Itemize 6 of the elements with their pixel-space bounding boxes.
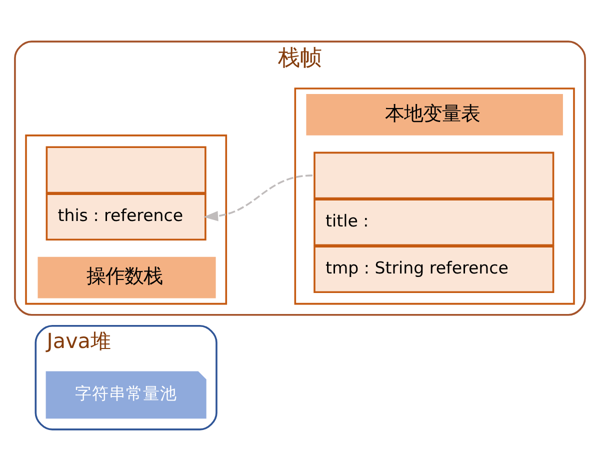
node-box [46,146,206,194]
node-box: title : [314,198,554,246]
node-box: this : reference [46,192,206,240]
node-box: tmp : String reference [314,245,554,292]
arrow [203,174,312,221]
node-box [314,151,554,199]
